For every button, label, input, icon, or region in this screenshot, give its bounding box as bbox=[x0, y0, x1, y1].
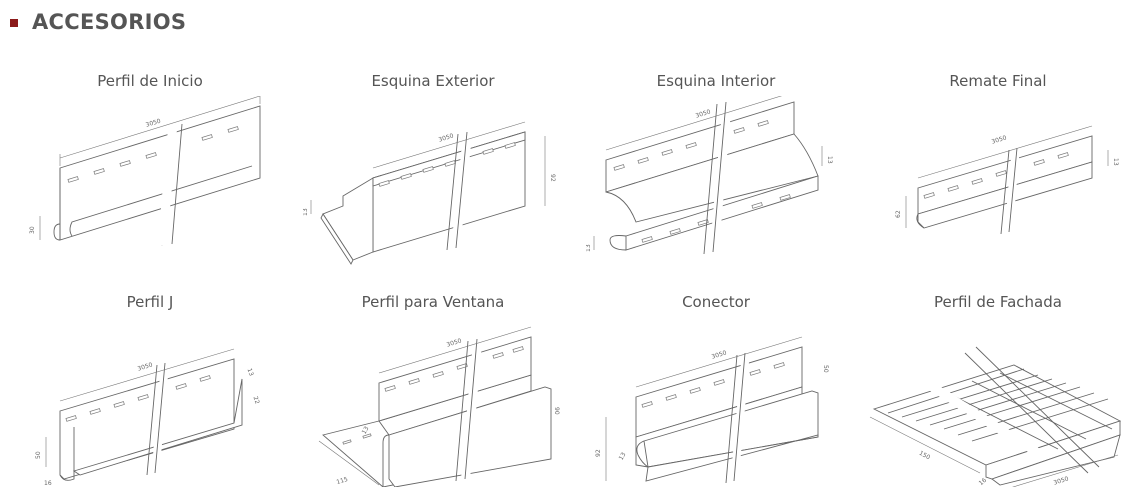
dim-lip: 13 bbox=[245, 367, 254, 377]
accessory-label: Remate Final bbox=[949, 72, 1047, 90]
square-bullet-icon bbox=[10, 19, 18, 27]
dim-channel: 16 bbox=[44, 480, 52, 487]
dim-depth: 22 bbox=[251, 395, 260, 405]
dim-lip: 13 bbox=[618, 451, 628, 461]
accessory-label: Perfil de Inicio bbox=[97, 72, 203, 90]
dim-width: 150 bbox=[918, 450, 932, 462]
perfil-j-diagram: 3050 13 22 50 16 bbox=[35, 348, 261, 487]
accessory-label: Conector bbox=[682, 293, 750, 311]
perfil-de-fachada-diagram: 150 3050 16 bbox=[869, 346, 1121, 487]
accessory-label: Perfil J bbox=[126, 293, 174, 311]
accessory-label: Esquina Interior bbox=[656, 72, 776, 90]
dim-length: 3050 bbox=[991, 134, 1008, 145]
dim-top: 50 bbox=[822, 365, 829, 373]
dim-lip: 13 bbox=[361, 425, 371, 435]
dim-lip: 13 bbox=[1112, 158, 1119, 166]
dim-length: 3050 bbox=[137, 361, 154, 372]
dim-flange: 13 bbox=[586, 244, 592, 252]
dim-height: 50 bbox=[35, 451, 42, 459]
section-title: ACCESORIOS bbox=[32, 10, 187, 34]
conector-diagram: 3050 50 13 92 bbox=[595, 336, 829, 484]
dim-height: 90 bbox=[553, 407, 560, 415]
dim-height: 62 bbox=[895, 210, 902, 218]
perfil-de-inicio-diagram: 3050 30 bbox=[29, 96, 261, 247]
dim-lip: 16 bbox=[978, 477, 988, 487]
esquina-exterior-diagram: 3050 92 13 bbox=[303, 121, 556, 265]
accessory-label: Perfil de Fachada bbox=[934, 293, 1062, 311]
dim-length: 3050 bbox=[446, 337, 463, 348]
esquina-interior-diagram: 3050 13 13 bbox=[586, 96, 833, 255]
dim-length: 3050 bbox=[695, 108, 712, 119]
dim-width: 115 bbox=[336, 476, 349, 486]
dim-length: 3050 bbox=[438, 132, 455, 143]
dim-height: 30 bbox=[29, 226, 36, 234]
section-header: ACCESORIOS bbox=[10, 8, 186, 36]
accessory-label: Esquina Exterior bbox=[371, 72, 495, 90]
accessory-label: Perfil para Ventana bbox=[361, 293, 505, 311]
remate-final-diagram: 3050 13 62 bbox=[895, 125, 1119, 235]
dim-width: 13 bbox=[826, 156, 833, 164]
dim-length: 3050 bbox=[145, 118, 162, 129]
dim-flange: 13 bbox=[303, 208, 309, 216]
perfil-para-ventana-diagram: 3050 90 13 115 bbox=[318, 326, 560, 487]
dim-length: 3050 bbox=[711, 349, 728, 360]
dim-side: 92 bbox=[549, 174, 556, 182]
dim-length: 3050 bbox=[1053, 475, 1070, 486]
dim-height: 92 bbox=[595, 449, 602, 457]
